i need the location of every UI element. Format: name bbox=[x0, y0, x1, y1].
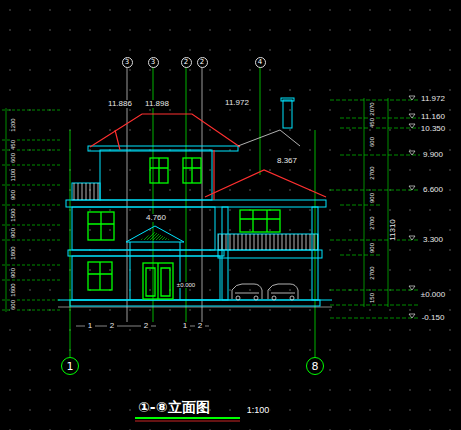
dimension-text: 900 bbox=[10, 226, 16, 238]
elevation-mark: 6.600 bbox=[422, 186, 444, 194]
axis-number: 2 bbox=[184, 59, 188, 66]
dimension-text: 2700 bbox=[369, 265, 375, 280]
callout-number: 2 bbox=[109, 322, 115, 330]
dimension-text: 2700 bbox=[369, 165, 375, 180]
elevation-mark: ±0.000 bbox=[420, 291, 446, 299]
dimension-text: 600 bbox=[10, 151, 16, 163]
elevation-mark: 11.898 bbox=[144, 100, 170, 108]
grid-marker: 3 bbox=[122, 57, 133, 68]
axis-number: 3 bbox=[151, 59, 155, 66]
elevation-mark: 10.350 bbox=[420, 125, 446, 133]
dimension-text: 1500 bbox=[10, 207, 16, 222]
dimension-text: 450 bbox=[10, 139, 16, 151]
dimension-text: 900 bbox=[10, 189, 16, 201]
dimension-text: 600 bbox=[10, 299, 16, 311]
elevation-mark: ±0.000 bbox=[176, 282, 196, 288]
axis-number: 2 bbox=[200, 59, 204, 66]
dimension-text: 2070 bbox=[369, 101, 375, 116]
dimension-text: 600 bbox=[369, 135, 375, 147]
grid-marker: 2 bbox=[181, 57, 192, 68]
elevation-mark: -0.150 bbox=[421, 314, 446, 322]
axis-number: 3 bbox=[125, 59, 129, 66]
dimension-text: 900 bbox=[10, 266, 16, 278]
callout-number: 1 bbox=[87, 322, 93, 330]
axis-number: 1 bbox=[67, 361, 74, 372]
axis-bubble: 1 bbox=[61, 357, 79, 375]
elevation-mark: 11.160 bbox=[420, 113, 446, 121]
elevation-mark: 11.972 bbox=[224, 99, 250, 107]
axis-number: 4 bbox=[258, 59, 262, 66]
dimension-text: 1800 bbox=[10, 282, 16, 297]
grid-marker: 2 bbox=[197, 57, 208, 68]
dimension-text: 11310 bbox=[389, 218, 397, 242]
elevation-mark: 4.760 bbox=[145, 214, 167, 222]
dimension-text: 1100 bbox=[10, 168, 16, 183]
dimension-text: 2700 bbox=[369, 215, 375, 230]
dimension-text: 150 bbox=[369, 291, 375, 303]
elevation-mark: 8.367 bbox=[276, 157, 298, 165]
scale-note: 1:100 bbox=[246, 406, 271, 415]
dimension-text: 450 bbox=[369, 117, 375, 129]
grid-marker: 3 bbox=[148, 57, 159, 68]
dimension-text: 1200 bbox=[10, 117, 16, 132]
callout-number: 2 bbox=[143, 322, 149, 330]
elevation-mark: 11.972 bbox=[420, 95, 446, 103]
axis-bubble: 8 bbox=[306, 357, 324, 375]
elevation-mark: 3.300 bbox=[422, 236, 444, 244]
grid-marker: 4 bbox=[255, 57, 266, 68]
axis-number: 8 bbox=[312, 361, 319, 372]
drawing-title: ①-⑧立面图 bbox=[138, 400, 210, 414]
dimension-text: 900 bbox=[369, 241, 375, 253]
dimension-text: 900 bbox=[369, 191, 375, 203]
dimension-text: 1800 bbox=[10, 245, 16, 260]
elevation-mark: 9.900 bbox=[422, 151, 444, 159]
callout-number: 1 bbox=[182, 322, 188, 330]
callout-number: 2 bbox=[197, 322, 203, 330]
elevation-mark: 11.886 bbox=[107, 100, 133, 108]
